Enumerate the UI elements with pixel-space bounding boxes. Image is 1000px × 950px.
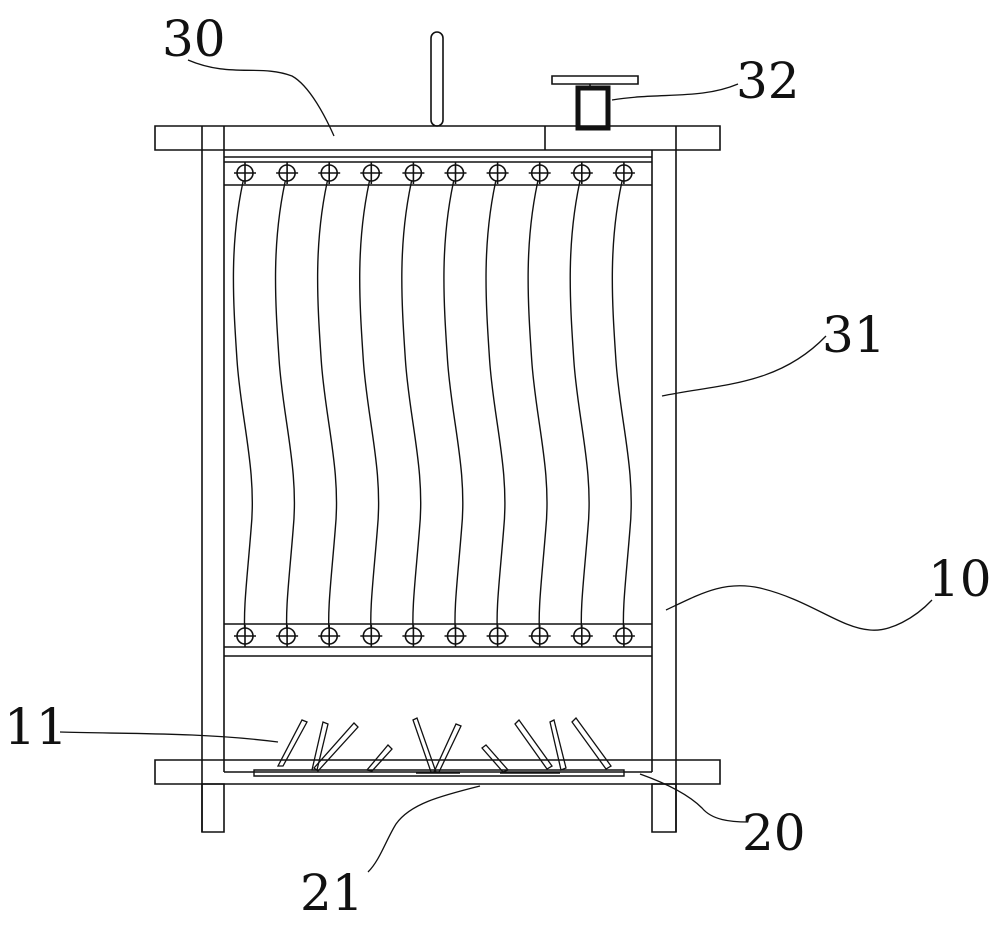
fiber-node: [487, 162, 509, 184]
leader-10: [666, 586, 932, 631]
membrane-fiber: [612, 173, 631, 636]
membrane-fiber: [360, 173, 379, 636]
fiber-node: [360, 162, 382, 184]
label-11: 11: [4, 698, 68, 756]
top-nodes: [234, 162, 635, 184]
top-plate: [155, 126, 720, 150]
membrane-fiber: [276, 173, 295, 636]
top-rod: [431, 32, 443, 126]
label-31: 31: [822, 306, 886, 364]
fiber-node: [571, 625, 593, 647]
fiber-node: [529, 162, 551, 184]
fiber-node: [234, 162, 256, 184]
fiber-node: [613, 625, 635, 647]
fiber-node: [445, 162, 467, 184]
membrane-fiber: [318, 173, 337, 636]
membrane-fiber: [444, 173, 463, 636]
leader-21: [368, 786, 480, 872]
leader-32: [612, 84, 738, 100]
label-30: 30: [162, 10, 226, 68]
leader-20: [640, 774, 748, 822]
fiber-node: [613, 162, 635, 184]
membrane-fibers: [233, 173, 631, 636]
label-32: 32: [736, 52, 800, 110]
aerator-bar: [254, 770, 624, 776]
fiber-node: [276, 625, 298, 647]
leader-11: [60, 732, 278, 742]
label-20: 20: [742, 804, 806, 862]
label-10: 10: [928, 550, 992, 608]
bottom-nodes: [234, 625, 635, 647]
membrane-fiber: [570, 173, 589, 636]
fiber-node: [445, 625, 467, 647]
fiber-node: [318, 625, 340, 647]
fiber-node: [571, 162, 593, 184]
leader-lines: [60, 60, 932, 872]
membrane-fiber: [233, 173, 252, 636]
top-header: [224, 157, 652, 185]
aeration-nozzles: [276, 717, 612, 773]
fiber-node: [529, 625, 551, 647]
right-leg: [652, 784, 676, 832]
left-leg: [202, 784, 224, 832]
fiber-node: [360, 625, 382, 647]
fiber-node: [402, 162, 424, 184]
membrane-fiber: [402, 173, 421, 636]
fiber-node: [487, 625, 509, 647]
fiber-node: [402, 625, 424, 647]
membrane-fiber: [486, 173, 505, 636]
fiber-node: [318, 162, 340, 184]
leader-31: [662, 336, 826, 396]
membrane-fiber: [528, 173, 547, 636]
fiber-node: [276, 162, 298, 184]
valve: [552, 76, 638, 128]
label-21: 21: [300, 864, 364, 922]
leader-30: [188, 60, 334, 136]
bottom-plate: [155, 760, 720, 784]
fiber-node: [234, 625, 256, 647]
